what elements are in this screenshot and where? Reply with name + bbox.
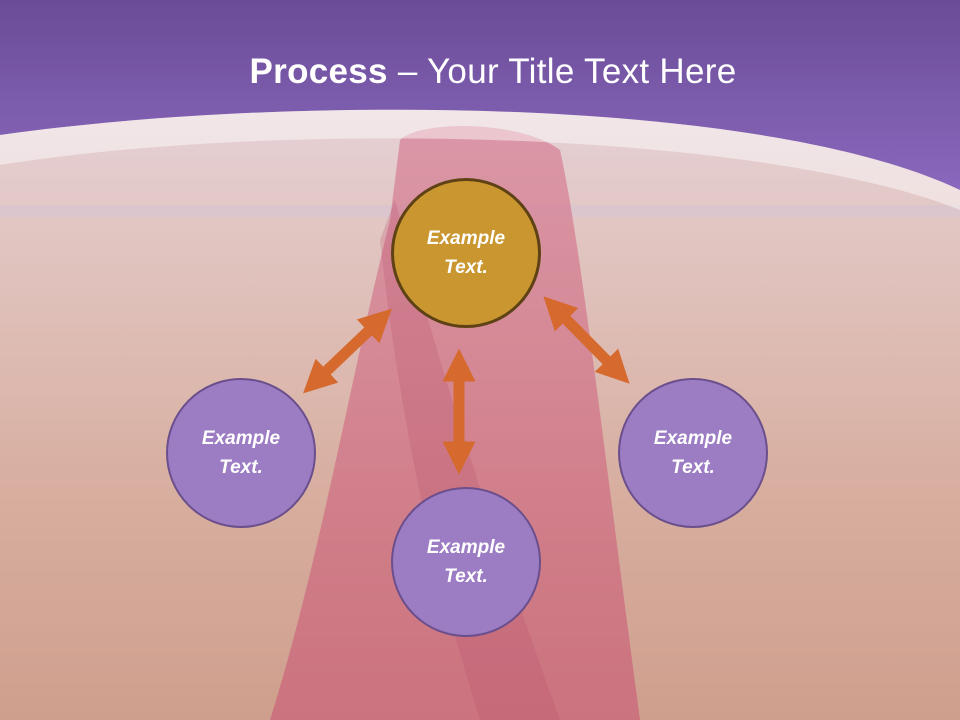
title-rest: – Your Title Text Here [387,52,737,91]
node-right-line2: Text. [671,457,715,478]
node-top[interactable]: Example Text. [391,178,541,328]
node-right[interactable]: Example Text. [618,378,768,528]
node-left-line2: Text. [219,457,263,478]
node-top-line2: Text. [444,257,488,278]
node-bottom[interactable]: Example Text. [391,487,541,637]
node-bottom-line2: Text. [444,566,488,587]
arrow-top-right [543,296,630,384]
node-left-line1: Example [201,428,281,449]
node-top-line1: Example [426,228,506,249]
node-bottom-line1: Example [426,537,506,558]
node-right-line1: Example [653,428,733,449]
node-left[interactable]: Example Text. [166,378,316,528]
title-bold: Process [249,52,388,91]
slide-title: Process – Your Title Text Here [0,52,960,92]
arrow-top-left [303,308,392,394]
